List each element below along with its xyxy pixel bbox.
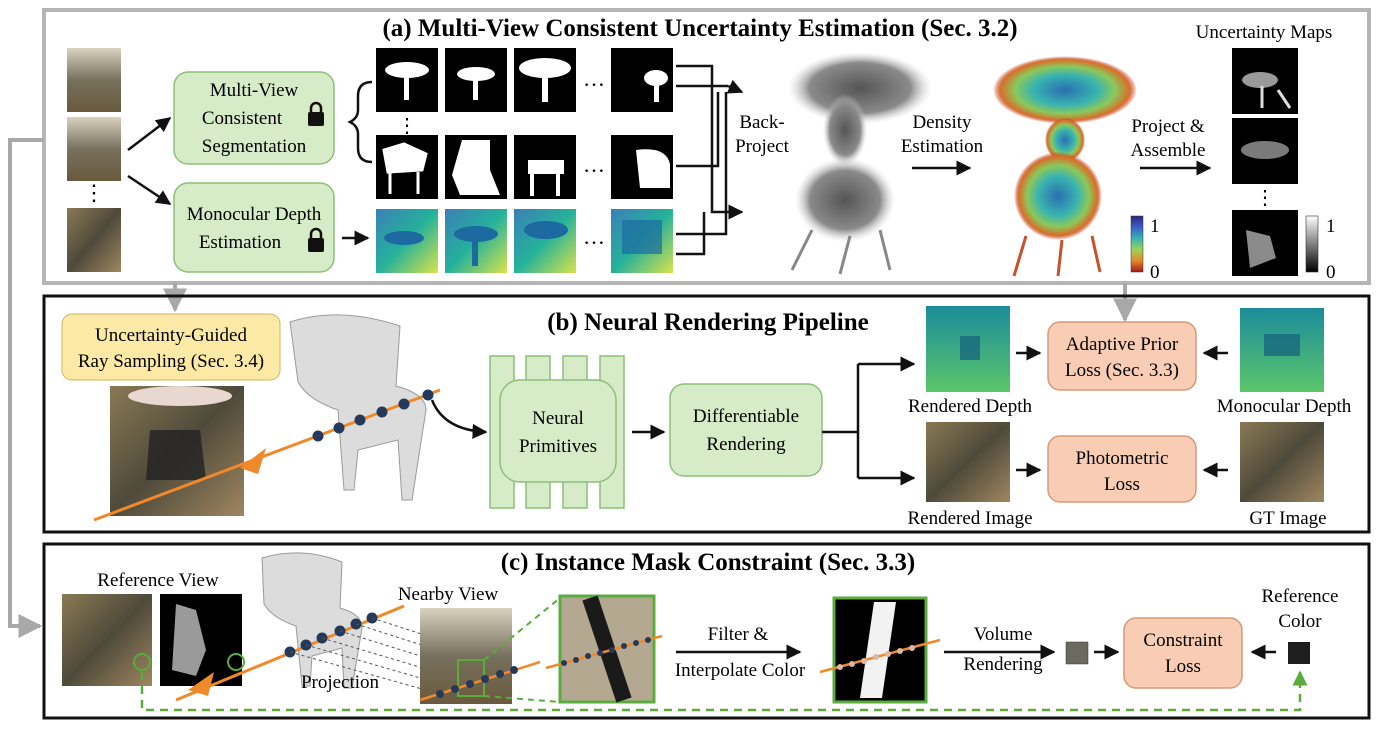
projection-label: Projection — [301, 672, 380, 693]
density-1: Density — [912, 112, 972, 133]
green-dashed-connector — [140, 670, 1308, 712]
constraint-box — [1123, 617, 1243, 689]
adaptive-prior-1: Adaptive Prior — [1066, 334, 1179, 355]
reference-view-img — [62, 594, 152, 686]
chair-mesh-c — [261, 552, 363, 689]
volume-2: Rendering — [963, 654, 1043, 675]
ellipsis-r3: … — [583, 224, 605, 249]
rendered-color-swatch — [1065, 641, 1089, 665]
input-vdots: ⋮ — [83, 180, 105, 205]
lock-icon — [308, 101, 324, 126]
gray-colorbar-max: 1 — [1326, 216, 1336, 237]
colorbar-max: 1 — [1150, 216, 1160, 237]
maps-vdots: ⋮ — [1255, 187, 1275, 209]
diff-rendering-2: Rendering — [706, 434, 786, 455]
ellipsis-r2: … — [583, 152, 605, 177]
mask-row-1 — [376, 48, 673, 112]
photometric-box — [1047, 435, 1197, 503]
filter-2: Interpolate Color — [675, 660, 806, 681]
chair-mesh — [289, 314, 427, 501]
input-views: ⋮ — [67, 48, 121, 272]
rendered-image-label: Rendered Image — [907, 508, 1032, 529]
ray-b-samples — [312, 389, 434, 442]
depth-line-1: Monocular Depth — [187, 204, 322, 225]
constraint-2: Loss — [1165, 656, 1201, 677]
panel-a-title: (a) Multi-View Consistent Uncertainty Es… — [382, 15, 1017, 42]
constraint-1: Constraint — [1143, 630, 1223, 651]
brace — [347, 80, 373, 164]
diff-rendering-box — [669, 383, 823, 477]
segmentation-box — [173, 71, 335, 165]
seg-line-2: Consistent — [202, 108, 283, 129]
reference-color-swatch — [1288, 642, 1310, 664]
seg-line-3: Segmentation — [202, 136, 307, 157]
ray-sampling-box — [61, 313, 281, 381]
adaptive-prior-2: Loss (Sec. 3.3) — [1065, 360, 1179, 381]
adaptive-prior-box — [1047, 321, 1197, 391]
lock-icon — [308, 227, 324, 252]
panel-c-frame — [42, 542, 1371, 720]
ellipsis-r1: … — [583, 66, 605, 91]
panel-c-title: (c) Instance Mask Constraint (Sec. 3.3) — [501, 549, 916, 576]
project-assemble-2: Assemble — [1131, 140, 1206, 161]
diff-rendering-1: Differentiable — [693, 406, 799, 427]
render-split — [822, 356, 916, 486]
gt-image-img — [1240, 422, 1324, 502]
gray-colorbar-min: 0 — [1326, 262, 1336, 283]
ray-sampling-2: Ray Sampling (Sec. 3.4) — [78, 351, 264, 372]
nearby-view-label: Nearby View — [398, 584, 499, 605]
gray-point-cloud — [788, 52, 932, 275]
colored-point-cloud — [993, 56, 1137, 277]
uncertainty-colorbar — [1130, 215, 1144, 273]
volume-1: Volume — [974, 624, 1033, 645]
neural-primitives-1: Neural — [532, 408, 584, 429]
depth-row — [376, 209, 673, 273]
density-2: Estimation — [901, 136, 984, 157]
connector-lines — [676, 64, 744, 256]
back-project-2: Project — [735, 136, 790, 157]
rendered-depth-label: Rendered Depth — [908, 396, 1032, 417]
reference-color-2: Color — [1278, 611, 1322, 632]
ray-sampling-1: Uncertainty-Guided — [95, 325, 247, 346]
neural-primitives-stack — [489, 355, 625, 509]
uncertainty-maps — [1232, 48, 1298, 276]
sampling-photo — [110, 386, 244, 516]
project-assemble-1: Project & — [1131, 116, 1205, 137]
depth-line-2: Estimation — [199, 232, 282, 253]
ray-arrow-icon — [188, 672, 214, 696]
panel-a-frame — [42, 8, 1371, 285]
rendered-image-img — [926, 422, 1010, 502]
reference-color-1: Reference — [1262, 586, 1339, 607]
back-project-1: Back- — [739, 112, 784, 133]
ray-arrow-icon — [240, 448, 266, 474]
seg-line-1: Multi-View — [210, 80, 299, 101]
uncertainty-maps-label: Uncertainty Maps — [1196, 22, 1333, 43]
mask-row-2 — [376, 135, 673, 199]
nearby-view-img — [420, 608, 512, 704]
filter-1: Filter & — [708, 624, 769, 645]
monocular-depth-label: Monocular Depth — [1217, 396, 1352, 417]
colorbar-min: 0 — [1150, 262, 1160, 283]
photometric-2: Loss — [1104, 474, 1140, 495]
gt-image-label: GT Image — [1249, 508, 1326, 529]
vdots-masks: ⋮ — [397, 115, 417, 137]
depth-box — [173, 182, 335, 273]
panel-b-frame — [42, 294, 1371, 534]
reference-view-label: Reference View — [97, 570, 219, 591]
photometric-1: Photometric — [1076, 448, 1169, 469]
neural-primitives-2: Primitives — [519, 436, 597, 457]
panel-b-title: (b) Neural Rendering Pipeline — [547, 309, 869, 336]
grayscale-colorbar — [1305, 215, 1319, 273]
